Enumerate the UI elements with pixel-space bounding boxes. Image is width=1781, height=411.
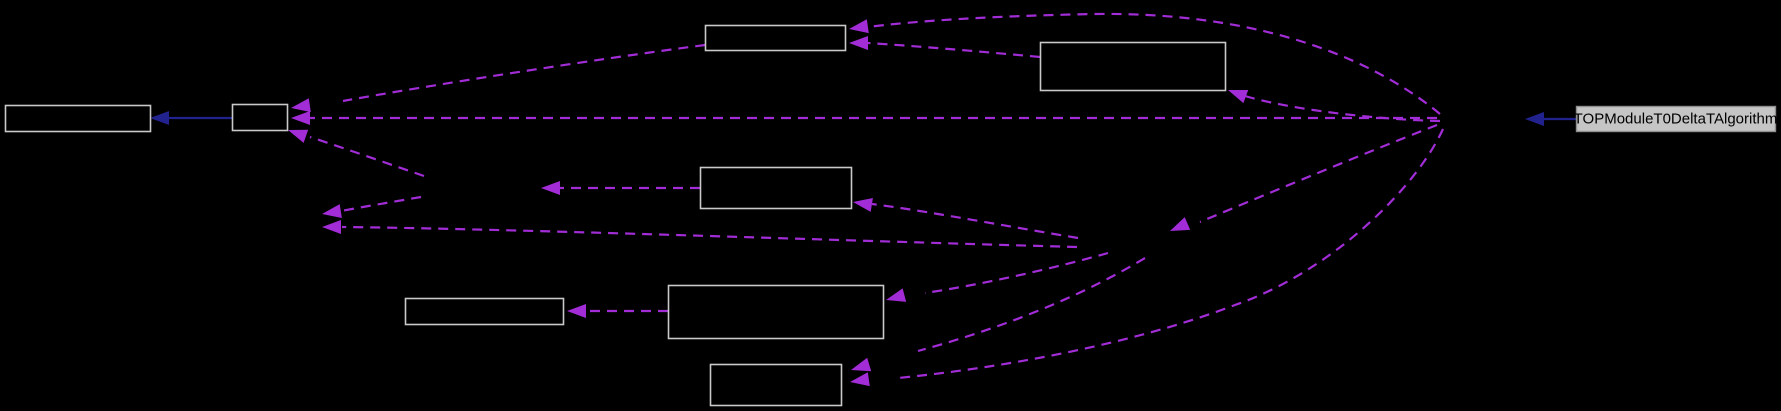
node-middle[interactable] <box>699 166 853 210</box>
edge-hub2-to-bottom <box>917 257 1146 353</box>
edge-middle-to-x1-arrowhead-icon <box>541 181 560 195</box>
edge-hub2-to-x2-arrowhead-icon <box>322 220 341 234</box>
edge-x1-to-x2-arrowhead-icon <box>322 204 342 218</box>
node-left-target[interactable] <box>4 104 152 133</box>
edge-hub-to-lefttarget-arrowhead-icon <box>150 111 169 125</box>
edge-x1-to-x2 <box>340 195 422 213</box>
edge-base-to-top-arrowhead-icon <box>849 19 869 34</box>
edge-hub2-to-middle <box>871 202 1079 240</box>
edge-top-to-hub <box>342 43 706 103</box>
edge-base-to-hub-arrowhead-icon <box>291 111 310 125</box>
edge-base-to-topright-arrowhead-icon <box>1228 90 1249 104</box>
edge-hub2-to-middle-arrowhead-icon <box>853 198 873 212</box>
node-top[interactable] <box>704 24 847 52</box>
node-bottom[interactable] <box>709 363 843 407</box>
edge-hub2-to-bottomlarge-arrowhead-icon <box>886 288 907 302</box>
edge-bottomlarge-to-bottomleft-arrowhead-icon <box>567 304 586 318</box>
edge-hub2-to-bottom-arrowhead-icon <box>851 357 872 372</box>
edge-base-to-hub2-arrowhead-icon <box>1170 217 1191 231</box>
node-bottom-left[interactable] <box>404 297 565 326</box>
node-topmodulet0deltatalgorithm[interactable] <box>1575 105 1777 133</box>
node-bottom-large[interactable] <box>667 284 885 340</box>
edge-base-to-bottom <box>897 128 1444 380</box>
edge-base-to-hub2 <box>1199 123 1438 224</box>
edge-topright-to-top-arrowhead-icon <box>849 36 868 50</box>
edge-x1-to-hub <box>309 135 425 178</box>
edge-topright-to-top <box>867 41 1041 59</box>
edge-top-to-hub-arrowhead-icon <box>291 98 311 113</box>
node-top-right[interactable] <box>1039 41 1227 92</box>
edge-hub2-to-bottomlarge <box>924 251 1109 295</box>
edge-base-to-topright <box>1244 94 1441 123</box>
edge-base-to-top <box>867 12 1441 115</box>
edge-base-to-bottom-arrowhead-icon <box>850 372 870 387</box>
node-hub-small[interactable] <box>231 103 289 132</box>
edge-hub2-to-x2 <box>341 225 1078 249</box>
node-topmodulet0deltatalgorithm-label: TOPModuleT0DeltaTAlgorithm <box>1574 111 1778 128</box>
edge-main-to-base-arrowhead-icon <box>1525 112 1544 126</box>
edge-x1-to-hub-arrowhead-icon <box>288 129 309 143</box>
